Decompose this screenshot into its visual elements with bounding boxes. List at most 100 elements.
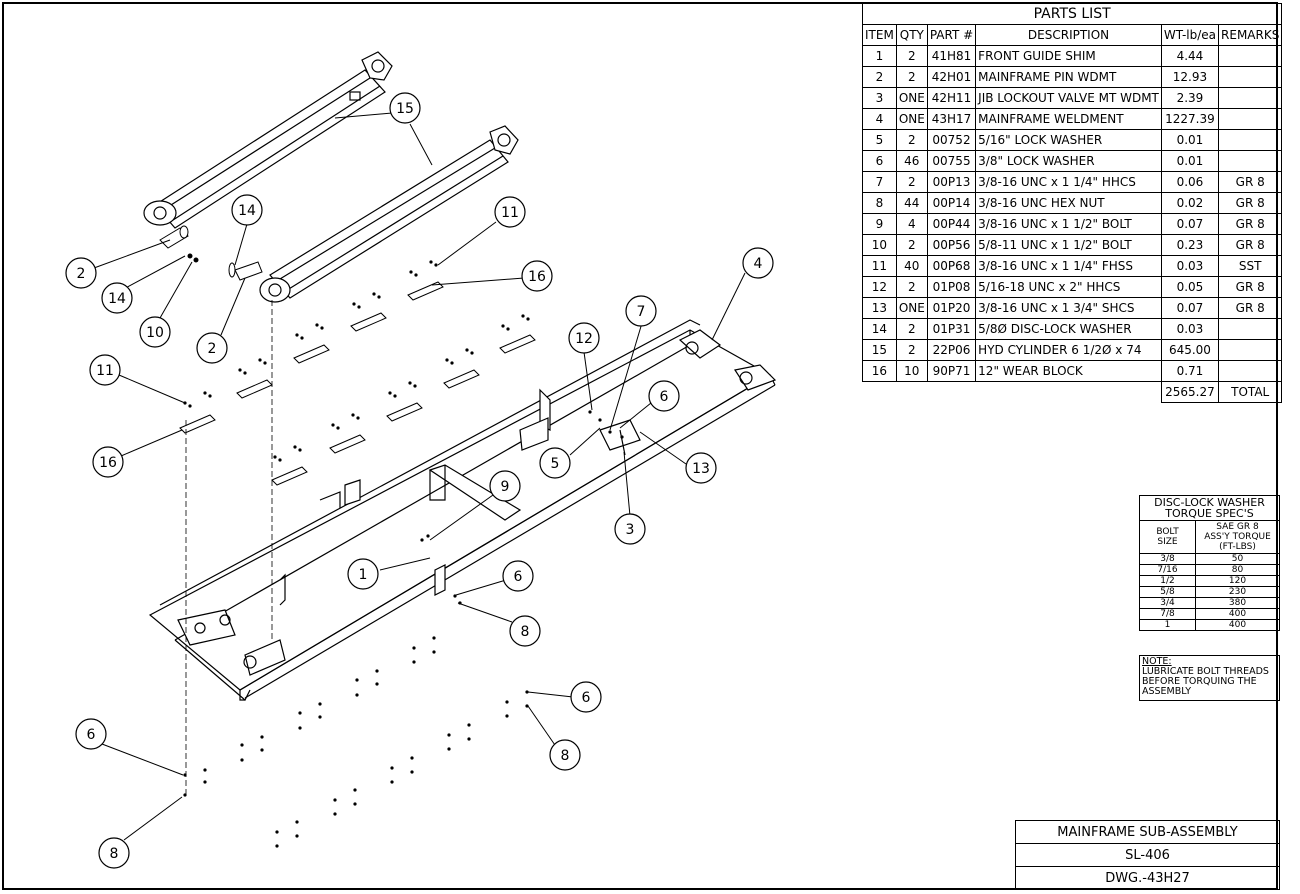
balloon-circle [648, 380, 680, 412]
parts-cell-remarks [1218, 108, 1283, 130]
torque-cell-bolt-size: 1 [1139, 619, 1196, 631]
parts-cell-part-number: 00P13 [926, 171, 977, 193]
torque-cell-torque: 400 [1195, 619, 1280, 631]
balloon-label: 3 [626, 522, 635, 538]
parts-cell-description: 5/16" LOCK WASHER [975, 129, 1162, 151]
item-balloon: 11 [494, 196, 526, 228]
drawing-number: DWG.-43H27 [1015, 866, 1280, 890]
balloon-label: 11 [501, 205, 519, 221]
balloon-label: 4 [754, 256, 763, 272]
parts-cell-qty: 2 [895, 276, 928, 298]
balloon-label: 14 [238, 203, 256, 219]
torque-cell-bolt-size: 7/8 [1139, 608, 1196, 620]
parts-cell-qty: ONE [895, 108, 928, 130]
item-balloon: 8 [549, 739, 581, 771]
parts-cell-part-number: 00P44 [926, 213, 977, 235]
parts-cell-item: 8 [862, 192, 897, 214]
balloon-label: 7 [637, 304, 646, 320]
torque-title-line1: DISC-LOCK WASHER [1154, 496, 1265, 509]
parts-cell-item: 3 [862, 87, 897, 109]
parts-cell-weight: 2.39 [1160, 87, 1220, 109]
balloon-circle [614, 513, 646, 545]
item-balloon: 6 [648, 380, 680, 412]
parts-cell-weight: 4.44 [1160, 45, 1220, 67]
parts-cell-item: 1 [862, 45, 897, 67]
balloon-circle [92, 446, 124, 478]
balloon-circle [347, 558, 379, 590]
parts-cell-qty: 46 [895, 150, 928, 172]
parts-cell-part-number: 00752 [926, 129, 977, 151]
item-balloon: 10 [139, 316, 171, 348]
balloon-label: 6 [87, 727, 96, 743]
parts-cell-weight: 12.93 [1160, 66, 1220, 88]
parts-cell-remarks [1218, 45, 1283, 67]
item-balloon: 8 [509, 615, 541, 647]
parts-cell-description: 3/8-16 UNC x 1 1/2" BOLT [975, 213, 1162, 235]
parts-cell-remarks [1218, 87, 1283, 109]
parts-cell-remarks: GR 8 [1218, 276, 1283, 298]
torque-cell-torque: 120 [1195, 575, 1280, 587]
torque-note: NOTE: LUBRICATE BOLT THREADS BEFORE TORQ… [1139, 655, 1280, 701]
balloon-circle [685, 452, 717, 484]
balloon-circle [494, 196, 526, 228]
parts-cell-weight: 0.01 [1160, 129, 1220, 151]
item-balloon: 6 [75, 718, 107, 750]
parts-cell-remarks [1218, 150, 1283, 172]
note-line1: LUBRICATE BOLT THREADS [1142, 666, 1269, 677]
parts-cell-description: 3/8-16 UNC HEX NUT [975, 192, 1162, 214]
parts-cell-remarks: GR 8 [1218, 213, 1283, 235]
item-balloon: 14 [101, 282, 133, 314]
parts-cell-item: 7 [862, 171, 897, 193]
parts-cell-part-number: 01P20 [926, 297, 977, 319]
torque-cell-bolt-size: 5/8 [1139, 586, 1196, 598]
item-balloon: 12 [568, 322, 600, 354]
parts-cell-description: HYD CYLINDER 6 1/2Ø x 74 [975, 339, 1162, 361]
balloon-circle [570, 681, 602, 713]
torque-spec-title: DISC-LOCK WASHER TORQUE SPEC'S [1139, 495, 1280, 521]
parts-cell-description: 3/8" LOCK WASHER [975, 150, 1162, 172]
parts-cell-qty: ONE [895, 297, 928, 319]
col-header-qty: QTY [895, 24, 928, 46]
parts-cell-item: 12 [862, 276, 897, 298]
wear-blocks [179, 281, 536, 486]
balloon-label: 8 [521, 624, 530, 640]
col-header-description: DESCRIPTION [975, 24, 1162, 46]
parts-cell-description: MAINFRAME WELDMENT [975, 108, 1162, 130]
parts-cell-remarks [1218, 318, 1283, 340]
parts-cell-remarks: GR 8 [1218, 297, 1283, 319]
parts-cell-remarks: GR 8 [1218, 171, 1283, 193]
item-balloon: 16 [521, 260, 553, 292]
torque-col1-line1: BOLT [1156, 527, 1179, 537]
parts-cell-part-number: 00P56 [926, 234, 977, 256]
torque-cell-torque: 80 [1195, 564, 1280, 576]
parts-cell-qty: 2 [895, 318, 928, 340]
torque-cell-torque: 50 [1195, 553, 1280, 565]
parts-cell-weight: 0.71 [1160, 360, 1220, 382]
torque-col2-line1: SAE GR 8 [1216, 522, 1259, 532]
parts-cell-description: FRONT GUIDE SHIM [975, 45, 1162, 67]
parts-cell-item: 10 [862, 234, 897, 256]
parts-cell-remarks: GR 8 [1218, 192, 1283, 214]
col-header-part: PART # [926, 24, 977, 46]
parts-cell-part-number: 01P08 [926, 276, 977, 298]
balloon-circle [502, 560, 534, 592]
item-balloon: 4 [742, 247, 774, 279]
col-header-remarks: REMARKS [1218, 24, 1283, 46]
title-block: MAINFRAME SUB-ASSEMBLY SL-406 DWG.-43H27 [1015, 820, 1280, 890]
item-balloon: 16 [92, 446, 124, 478]
parts-cell-part-number: 00755 [926, 150, 977, 172]
parts-cell-description: MAINFRAME PIN WDMT [975, 66, 1162, 88]
fasteners [183, 260, 624, 848]
item-balloon: 15 [389, 92, 421, 124]
torque-spec-table: DISC-LOCK WASHER TORQUE SPEC'S BOLT SIZE… [1139, 495, 1280, 631]
